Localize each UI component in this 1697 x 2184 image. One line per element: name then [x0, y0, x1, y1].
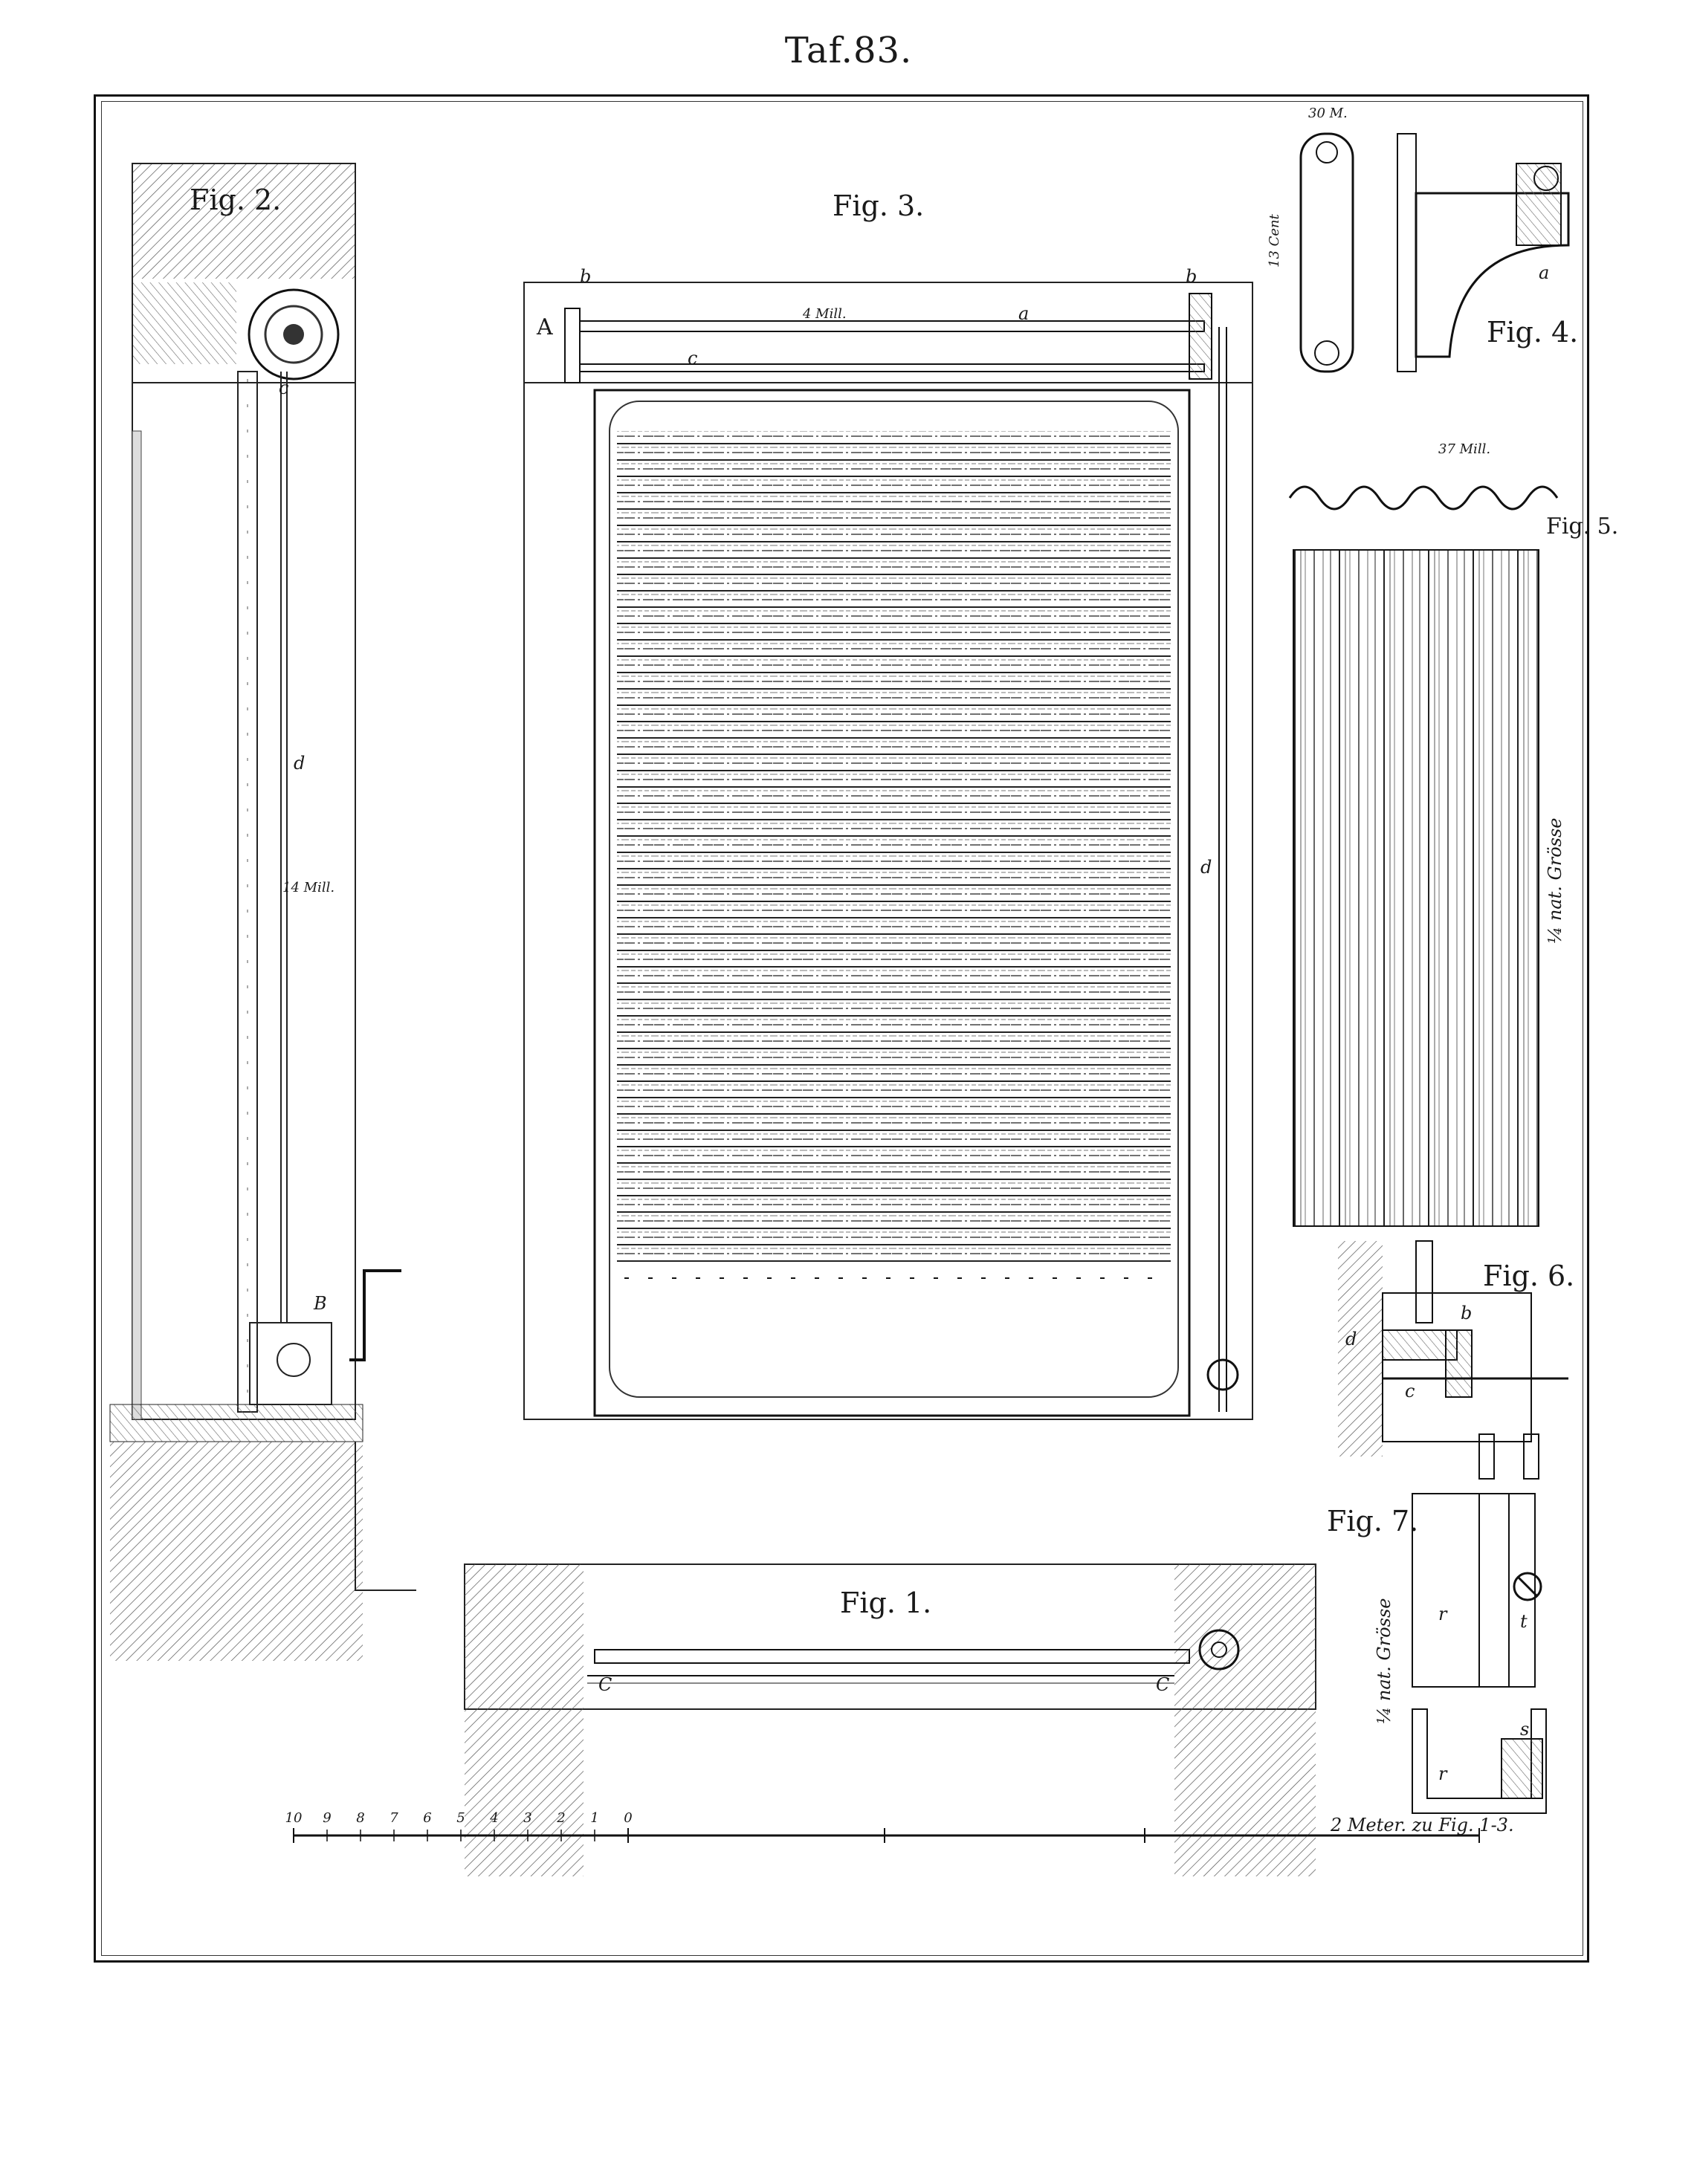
fig3-label: Fig. 3.	[833, 189, 924, 222]
fig2-lintel-masonry	[132, 163, 355, 279]
fig4-hanger	[1299, 132, 1354, 373]
fig2-sill	[109, 1404, 363, 1442]
label-b-right: b	[1186, 266, 1197, 287]
label-b-left: b	[580, 266, 591, 287]
fig3-outer-frame	[523, 282, 1253, 1420]
scale-tick-0: 0	[624, 1810, 632, 1826]
label-B: B	[313, 1293, 327, 1314]
plate-outer-border	[94, 94, 1589, 1963]
fig2-roller-drum	[248, 288, 340, 380]
fig6-label: Fig. 6.	[1483, 1260, 1574, 1292]
fig7-rail	[1412, 1493, 1547, 1814]
fig3-shutter-slats	[617, 431, 1171, 1263]
scale-bar: 10 9 8 7 6 5 4 3 2 1 0 2 Meter. zu Fig. …	[285, 1810, 1514, 1843]
scale-tick-10: 10	[285, 1810, 303, 1826]
label-A: A	[536, 314, 553, 340]
fig4-label: Fig. 4.	[1487, 316, 1578, 349]
fig1-roller	[594, 1649, 1190, 1664]
label-t: t	[1520, 1611, 1528, 1632]
label-C-left: C	[598, 1674, 612, 1695]
label-d-fig2: d	[294, 753, 305, 774]
fig4-bracket	[1299, 132, 1570, 373]
plate-inner-border	[101, 101, 1583, 1956]
fig2-label: Fig. 2.	[190, 184, 281, 216]
plate-title: Taf.83.	[784, 30, 913, 71]
fig6-wall	[1338, 1241, 1383, 1456]
fig5-slat	[1288, 485, 1559, 1227]
fig3-roller-shaft	[579, 320, 1205, 332]
scale-tick-2: 2	[556, 1810, 565, 1826]
label-quarter-nat-fig5: ¼ nat. Grösse	[1545, 818, 1565, 944]
label-d-fig3: d	[1200, 857, 1212, 878]
fig7-rail-elevation	[1412, 1493, 1536, 1688]
label-30mm: 30 M.	[1308, 106, 1348, 121]
label-4mill: 4 Mill.	[802, 306, 847, 322]
fig1-right-wall	[1174, 1564, 1316, 1876]
fig2-crank-handle	[349, 1269, 401, 1361]
fig1-gear	[1198, 1629, 1240, 1671]
fig5-label: Fig. 5.	[1546, 513, 1618, 539]
label-d-fig6: d	[1345, 1329, 1357, 1349]
fig1-label: Fig. 1.	[840, 1587, 931, 1619]
fig7-label: Fig. 7.	[1327, 1505, 1418, 1537]
label-c-fig6: c	[1405, 1381, 1415, 1402]
scale-tick-6: 6	[423, 1810, 431, 1826]
fig1-plan	[464, 1564, 1316, 1876]
fig2-section	[109, 163, 416, 1661]
label-r-lower: r	[1438, 1763, 1448, 1784]
label-b-fig6: b	[1461, 1303, 1472, 1323]
scale-tick-9: 9	[323, 1810, 331, 1826]
label-r-upper: r	[1438, 1604, 1448, 1624]
label-a-fig4: a	[1539, 262, 1549, 283]
label-c-fig2: c	[279, 377, 288, 398]
label-a-fig3: a	[1018, 303, 1029, 324]
fig5-slat-elevation	[1293, 549, 1539, 1227]
fig2-base-masonry	[110, 1442, 363, 1661]
fig1-left-wall	[465, 1564, 584, 1876]
fig7-rail-section	[1412, 1708, 1547, 1814]
scale-tick-5: 5	[456, 1810, 465, 1826]
scale-caption: 2 Meter. zu Fig. 1-3.	[1330, 1815, 1514, 1835]
label-C-right: C	[1156, 1674, 1169, 1695]
label-14mill: 14 Mill.	[282, 880, 334, 895]
scale-tick-3: 3	[523, 1810, 531, 1826]
label-s: s	[1520, 1719, 1529, 1740]
scale-tick-7: 7	[389, 1810, 398, 1826]
label-quarter-nat-fig7: ¼ nat. Grösse	[1374, 1598, 1394, 1725]
fig2-guide-rail	[237, 371, 258, 1413]
scale-tick-4: 4	[489, 1810, 498, 1826]
label-13cent: 13 Cent	[1267, 213, 1282, 268]
fig2-gear-box	[249, 1322, 332, 1405]
scale-tick-1: 1	[590, 1810, 598, 1826]
fig3-elevation	[523, 282, 1253, 1420]
label-c-fig3: c	[688, 348, 697, 369]
label-37mill: 37 Mill.	[1438, 441, 1490, 457]
fig3-shutter-frame	[593, 389, 1191, 1417]
scale-tick-8: 8	[356, 1810, 364, 1826]
fig2-lintel-block	[132, 282, 236, 364]
fig5-profile-curve	[1288, 485, 1559, 511]
fig6-gear	[1338, 1240, 1568, 1480]
